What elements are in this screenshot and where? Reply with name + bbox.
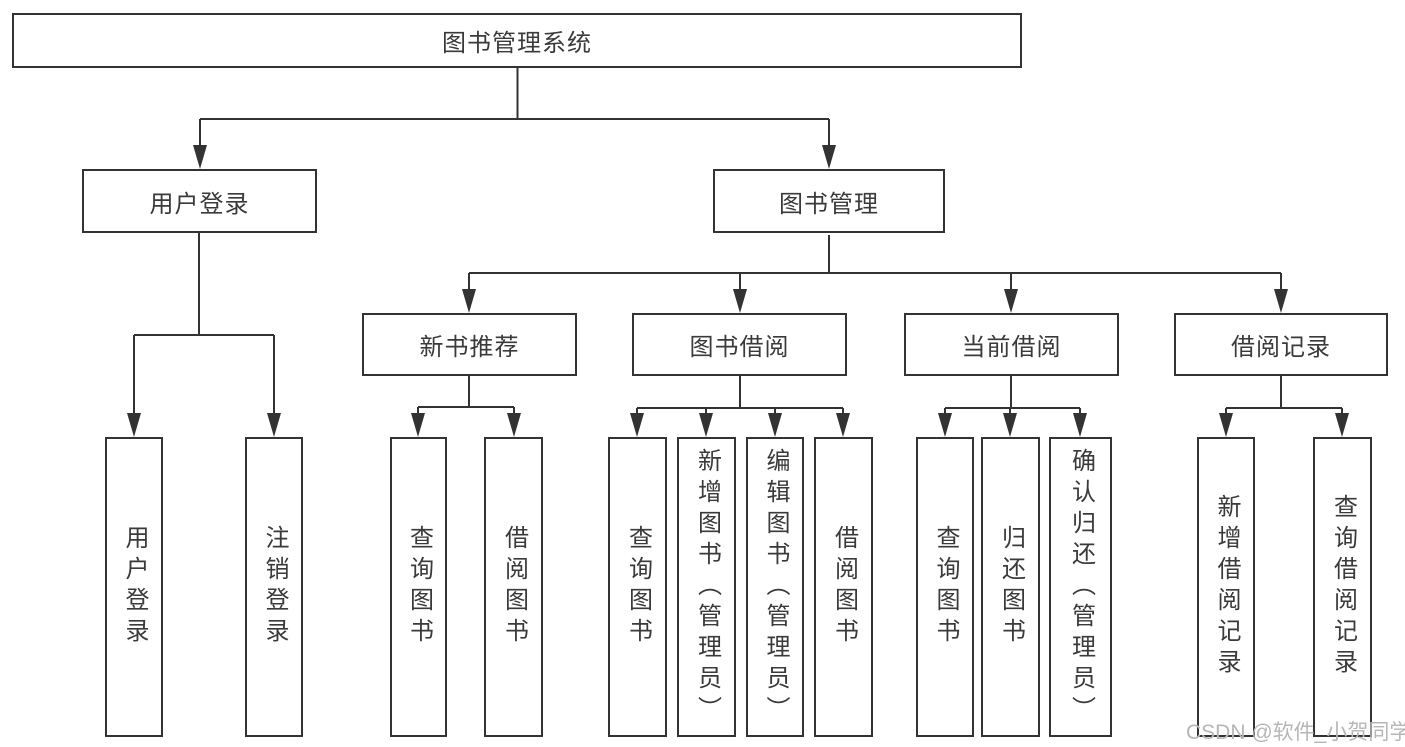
node-user-login: 用户登录 [82,169,317,233]
node-leaf-confirm-return-admin: 确认归还（管理员） [1049,437,1112,737]
arrowhead [1335,413,1349,437]
arrowhead [1003,413,1017,437]
arrowhead [193,145,207,169]
node-leaf-logout: 注销登录 [245,437,303,737]
arrowhead [768,413,782,437]
node-label: 注销登录 [261,525,288,649]
connector-current-borrowing [944,376,1081,418]
node-label: 图书管理系统 [442,30,592,57]
node-leaf-query-books-2: 查询图书 [608,437,667,737]
arrowhead [1219,413,1233,437]
node-label: 新增借阅记录 [1213,494,1240,680]
node-label: 用户登录 [149,190,250,218]
node-leaf-return-books: 归还图书 [981,437,1040,737]
node-label: 编辑图书（管理员） [762,447,789,727]
node-book-management: 图书管理 [713,169,945,233]
arrowhead [1274,289,1288,313]
arrowheads [127,145,1349,437]
connector-borrowing-records [1225,376,1343,418]
node-leaf-borrow-books-1: 借阅图书 [484,437,543,737]
node-leaf-edit-books-admin: 编辑图书（管理员） [746,437,804,737]
node-label: 新书推荐 [419,334,520,361]
node-label: 确认归还（管理员） [1067,447,1095,727]
node-label: 当前借阅 [961,334,1062,361]
node-book-borrowing: 图书借阅 [632,313,847,376]
node-label: 借阅图书 [500,525,528,649]
connector-user-login [133,233,275,418]
connector-new-book-recommend [417,376,515,418]
node-leaf-query-books-3: 查询图书 [916,437,974,737]
node-library-management-system: 图书管理系统 [12,13,1022,68]
arrowhead [1073,413,1087,437]
connector-book-borrowing [636,376,844,418]
arrowhead [822,145,836,169]
node-label: 新增图书（管理员） [693,447,721,727]
node-label: 图书借阅 [689,334,790,361]
node-leaf-user-login: 用户登录 [105,437,163,737]
watermark-text: CSDN @软件_小贺同学 [1186,721,1405,744]
arrowhead [267,413,281,437]
arrowhead [938,413,952,437]
arrowhead [411,413,425,437]
node-leaf-borrow-books-2: 借阅图书 [814,437,873,737]
node-leaf-query-borrow-record: 查询借阅记录 [1313,437,1372,737]
node-label: 归还图书 [997,525,1025,649]
node-new-book-recommend: 新书推荐 [362,313,577,376]
arrowhead [462,289,476,313]
arrowhead [699,413,713,437]
arrowhead [1004,289,1018,313]
node-label: 查询图书 [405,525,433,649]
node-leaf-add-books-admin: 新增图书（管理员） [677,437,736,737]
node-current-borrowing: 当前借阅 [904,313,1119,376]
arrowhead [733,289,747,313]
node-label: 查询借阅记录 [1329,494,1357,680]
node-label: 查询图书 [932,525,959,649]
node-leaf-query-books-1: 查询图书 [390,437,447,737]
connector-root [199,68,830,150]
node-label: 借阅图书 [830,525,858,649]
arrowhead [630,413,644,437]
node-leaf-add-borrow-record: 新增借阅记录 [1197,437,1255,737]
node-label: 用户登录 [121,525,148,649]
node-label: 图书管理 [779,190,879,218]
arrowhead [127,413,141,437]
connector-book-management [468,235,1282,294]
node-label: 查询图书 [624,525,652,649]
node-borrowing-records: 借阅记录 [1174,313,1388,376]
arrowhead [836,413,850,437]
node-label: 借阅记录 [1231,334,1331,361]
arrowhead [507,413,521,437]
